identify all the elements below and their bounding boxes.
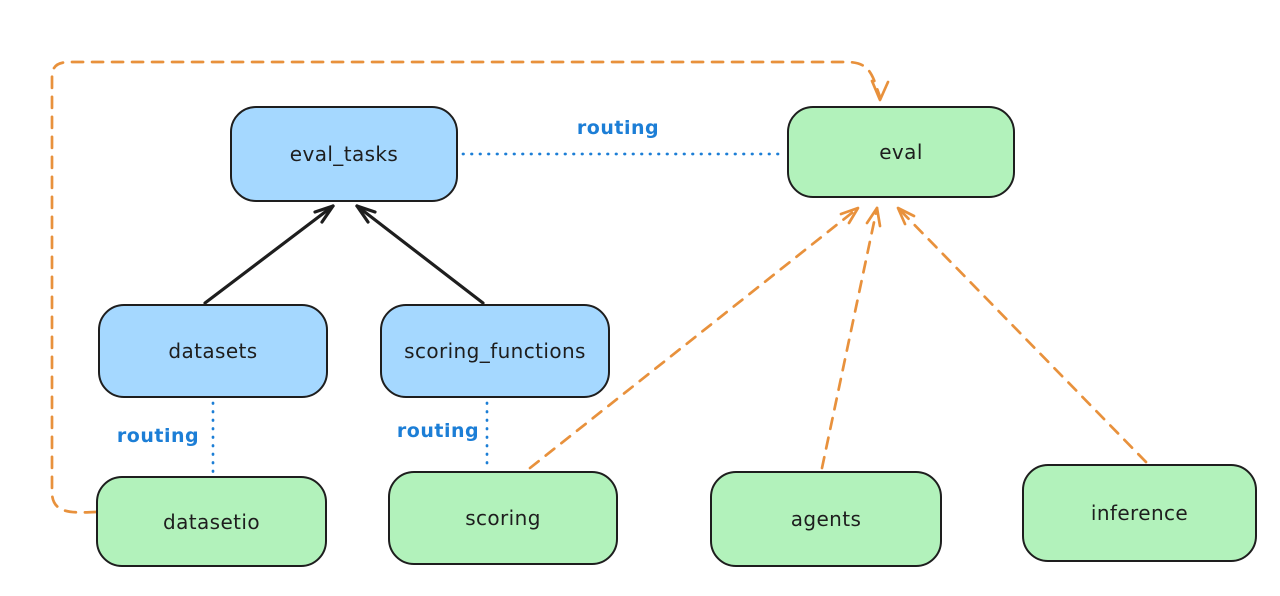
arrowhead-icon bbox=[313, 204, 335, 224]
node-label: datasetio bbox=[162, 509, 260, 534]
edge-scoring-to-eval bbox=[528, 206, 860, 470]
arrowhead-icon bbox=[870, 79, 890, 102]
node-label: agents bbox=[790, 507, 862, 531]
node-scoring-functions: scoring_functions bbox=[380, 304, 610, 398]
edge-agents-to-eval bbox=[820, 206, 882, 470]
node-inference: inference bbox=[1022, 464, 1257, 562]
node-datasets: datasets bbox=[98, 304, 328, 398]
node-label: eval_tasks bbox=[289, 142, 399, 166]
arrowhead-icon bbox=[355, 204, 377, 224]
node-label: datasets bbox=[168, 339, 258, 363]
edge-inference-to-eval bbox=[896, 206, 1148, 464]
node-datasetio: datasetio bbox=[96, 476, 327, 567]
routing-label-scoring-functions-scoring: routing bbox=[396, 420, 480, 442]
node-scoring: scoring bbox=[388, 471, 618, 565]
node-label: scoring bbox=[465, 506, 541, 530]
edge-datasets-to-eval-tasks bbox=[203, 204, 335, 305]
node-eval-tasks: eval_tasks bbox=[230, 106, 458, 202]
routing-label-eval-tasks-eval: routing bbox=[576, 117, 660, 139]
routing-label-datasets-datasetio: routing bbox=[116, 425, 200, 447]
edge-datasetio-to-eval bbox=[50, 60, 890, 514]
arrowhead-icon bbox=[865, 206, 882, 228]
node-agents: agents bbox=[710, 471, 942, 567]
node-label: inference bbox=[1090, 501, 1189, 525]
node-label: eval bbox=[879, 140, 923, 164]
node-eval: eval bbox=[787, 106, 1015, 198]
arrowhead-icon bbox=[839, 206, 860, 225]
node-label: scoring_functions bbox=[404, 339, 586, 363]
edge-scoring-functions-to-eval-tasks bbox=[355, 204, 485, 305]
arrowhead-icon bbox=[896, 206, 916, 226]
